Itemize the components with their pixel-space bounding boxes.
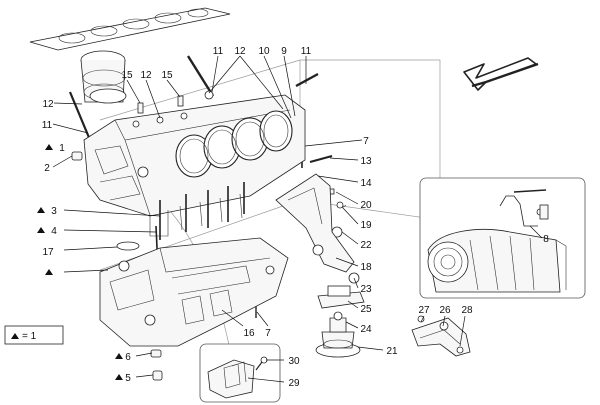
direction-arrow (463, 57, 539, 91)
callout-label: 25 (360, 304, 372, 315)
callout-label: 18 (360, 262, 372, 273)
o-ring (116, 241, 140, 251)
callout-label: 11 (301, 46, 312, 57)
callout-label: 29 (288, 378, 300, 389)
gearbox-detail-box (419, 177, 586, 299)
crankcase (99, 237, 289, 347)
triangle-marker-1 (45, 144, 53, 150)
callout-label: 12 (234, 46, 246, 57)
legend-box: = 1 (4, 325, 64, 345)
callout-label: 6 (125, 352, 131, 363)
triangle-marker-4 (37, 227, 45, 233)
callout-label: 12 (42, 99, 54, 110)
engine-block (83, 94, 306, 237)
callout-label: 19 (360, 220, 372, 231)
leader-lines (52, 55, 543, 383)
triangle-marker-5 (115, 374, 123, 380)
callout-label: 14 (360, 178, 372, 189)
callout-label: 9 (281, 46, 287, 57)
callout-label: 5 (125, 373, 131, 384)
drain-plugs (150, 349, 163, 381)
callout-label: 10 (258, 46, 270, 57)
callout-label: 26 (439, 305, 451, 316)
gearbox-mount-bracket (411, 315, 471, 357)
engine-mount (315, 311, 361, 358)
callout-label: 15 (121, 70, 133, 81)
callout-label: 11 (42, 120, 53, 131)
callout-label: 1 (59, 143, 65, 154)
callout-label: 16 (243, 328, 255, 339)
sump-detail-box (199, 343, 281, 403)
callout-label: 8 (543, 234, 549, 245)
callout-label: 12 (140, 70, 152, 81)
callout-label: 2 (44, 163, 50, 174)
triangle-markers (37, 144, 123, 380)
callout-labels: 11 12 10 9 11 15 12 15 12 11 1 2 7 13 14… (42, 46, 549, 389)
callout-label: 24 (360, 324, 372, 335)
triangle-marker-6 (115, 353, 123, 359)
callout-label: 21 (386, 346, 398, 357)
callout-label: 30 (288, 356, 300, 367)
callout-label: 20 (360, 200, 372, 211)
callout-label: 17 (42, 247, 54, 258)
callout-label: 13 (360, 156, 372, 167)
callout-label: 23 (360, 284, 372, 295)
triangle-marker-3 (37, 207, 45, 213)
callout-label: 27 (418, 305, 430, 316)
legend-triangle-icon (11, 333, 19, 339)
head-gasket (29, 7, 231, 51)
mount-pad (317, 285, 365, 309)
callout-label: 15 (161, 70, 173, 81)
callout-label: 22 (360, 240, 372, 251)
callout-label: 4 (51, 226, 57, 237)
callout-label: 28 (461, 305, 473, 316)
engine-mount-bracket (275, 173, 355, 273)
legend-text: = 1 (22, 331, 37, 342)
callout-label: 7 (265, 328, 271, 339)
cylinder-liner (80, 50, 127, 104)
callout-label: 11 (213, 46, 224, 57)
callout-label: 3 (51, 206, 57, 217)
triangle-marker-extra (45, 269, 53, 275)
callout-label: 7 (363, 136, 369, 147)
